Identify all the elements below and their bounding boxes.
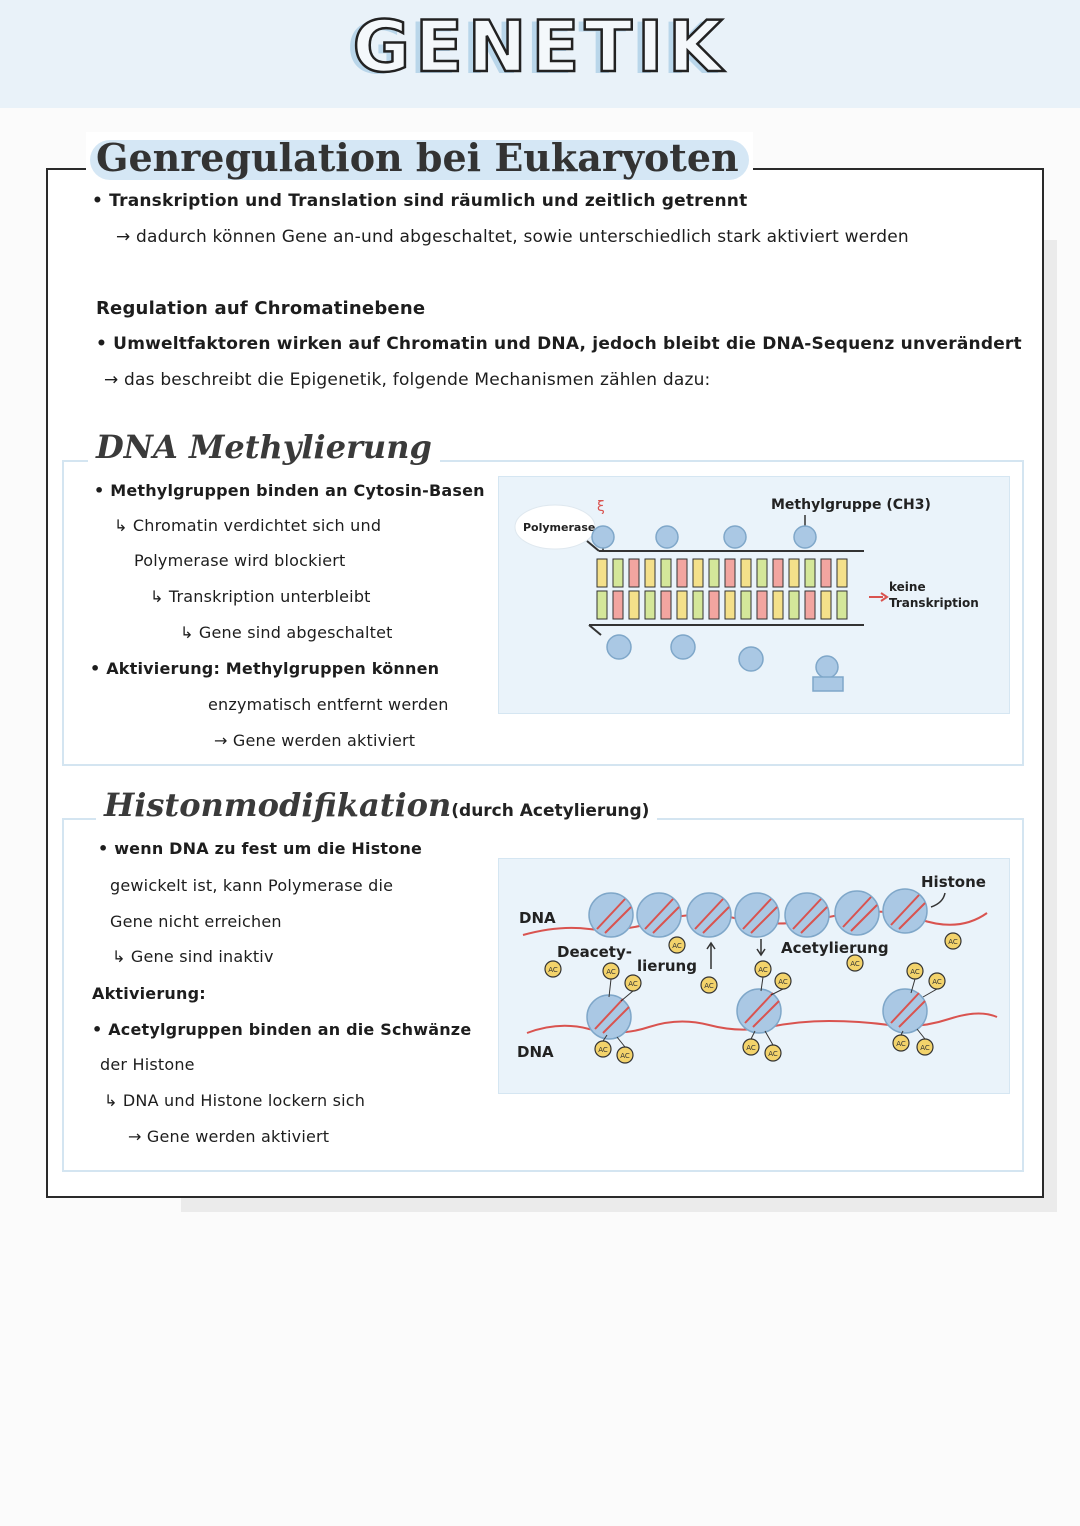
dna-label-top: DNA — [519, 909, 556, 927]
acetylierung-label: Acetylierung — [781, 939, 889, 957]
methylierung-title-wrap: DNA Methylierung — [88, 428, 440, 466]
svg-text:AC: AC — [620, 1052, 630, 1060]
intro-line-1: • Transkription und Translation sind räu… — [92, 191, 748, 211]
histone-label: Histone — [921, 873, 986, 891]
svg-text:AC: AC — [948, 938, 958, 946]
histon-line-6: • Acetylgruppen binden an die Schwänze — [92, 1020, 472, 1039]
acetyl-groups — [544, 932, 962, 1064]
svg-text:AC: AC — [704, 982, 714, 990]
header-band — [0, 0, 1080, 108]
svg-text:AC: AC — [850, 960, 860, 968]
histon-line-7: der Histone — [100, 1055, 195, 1074]
methylierung-diagram: Polymerase ξ Methylgruppe (CH3) — [498, 476, 1010, 714]
histon-title-wrap: Histonmodifikation(durch Acetylierung) — [96, 786, 658, 824]
methyl-groups-top — [591, 525, 817, 551]
svg-text:AC: AC — [932, 978, 942, 986]
dna-backbone-bottom-end — [588, 624, 602, 636]
histon-svg: Histone DNA DNA Deacety- — [517, 873, 998, 1064]
svg-text:AC: AC — [548, 966, 558, 974]
methyl-line-3: Polymerase wird blockiert — [134, 551, 346, 570]
base-pairs — [596, 558, 848, 620]
histon-title-note: (durch Acetylierung) — [451, 801, 650, 821]
svg-text:AC: AC — [746, 1044, 756, 1052]
intro-line-4: → das beschreibt die Epigenetik, folgend… — [104, 370, 711, 390]
histon-line-5: Aktivierung: — [92, 984, 206, 1003]
methyl-groups-bottom — [606, 634, 844, 692]
histon-line-1: • wenn DNA zu fest um die Histone — [98, 839, 423, 858]
svg-text:AC: AC — [606, 968, 616, 976]
svg-text:AC: AC — [920, 1044, 930, 1052]
methyl-line-8: → Gene werden aktiviert — [214, 731, 416, 750]
no-transcription-label-2: Transkription — [889, 596, 979, 610]
methyl-line-5: ↳ Gene sind abgeschaltet — [180, 623, 393, 642]
svg-text:AC: AC — [768, 1050, 778, 1058]
title-highlight — [90, 140, 749, 180]
methyl-line-4: ↳ Transkription unterbleibt — [150, 587, 371, 606]
deacetylierung-label-1: Deacety- — [557, 943, 632, 961]
polymerase-shape — [514, 504, 596, 550]
dna-backbone-top-end — [586, 540, 600, 552]
histon-line-3: Gene nicht erreichen — [110, 912, 282, 931]
polymerase-label: Polymerase — [523, 521, 595, 534]
intro-line-2: → dadurch können Gene an-und abgeschalte… — [116, 227, 909, 247]
acetyl-tags: AC AC AC AC AC AC AC AC AC AC AC AC AC A… — [548, 938, 958, 1060]
methyl-line-2: ↳ Chromatin verdichtet sich und — [114, 516, 382, 535]
card-title-wrap: Genregulation bei Eukaryoten — [86, 132, 753, 184]
methyl-line-6: • Aktivierung: Methylgruppen können — [90, 659, 440, 678]
svg-text:AC: AC — [778, 978, 788, 986]
deacetylierung-label-2: lierung — [637, 957, 697, 975]
block-mark: ξ — [597, 499, 605, 515]
acetyl-tails — [602, 976, 938, 1048]
histon-line-2: gewickelt ist, kann Polymerase die — [110, 876, 394, 895]
svg-text:AC: AC — [598, 1046, 608, 1054]
dna-wraps-top — [596, 894, 926, 934]
histon-title: Histonmodifikation — [104, 786, 452, 824]
svg-text:AC: AC — [628, 980, 638, 988]
methyl-line-7: enzymatisch entfernt werden — [208, 695, 449, 714]
histone-pointer — [930, 892, 946, 908]
methylierung-svg: Polymerase ξ Methylgruppe (CH3) — [514, 497, 979, 692]
card-title: Genregulation bei Eukaryoten — [96, 135, 739, 180]
histon-diagram: Histone DNA DNA Deacety- — [498, 858, 1010, 1094]
no-transcription-label-1: keine — [889, 580, 926, 594]
methylierung-title: DNA Methylierung — [96, 428, 432, 466]
methyl-label: Methylgruppe (CH3) — [771, 497, 931, 513]
svg-text:AC: AC — [910, 968, 920, 976]
section-label: Regulation auf Chromatinebene — [96, 298, 426, 319]
methyl-line-1: • Methylgruppen binden an Cytosin-Basen — [94, 481, 485, 500]
histon-line-4: ↳ Gene sind inaktiv — [112, 947, 274, 966]
page-heading: GENETIK — [351, 5, 728, 90]
dna-label-bottom: DNA — [517, 1043, 554, 1061]
svg-text:AC: AC — [896, 1040, 906, 1048]
svg-text:AC: AC — [672, 942, 682, 950]
intro-line-3: • Umweltfaktoren wirken auf Chromatin un… — [96, 334, 1022, 354]
svg-text:AC: AC — [758, 966, 768, 974]
histon-line-8: ↳ DNA und Histone lockern sich — [104, 1091, 366, 1110]
histon-line-9: → Gene werden aktiviert — [128, 1127, 330, 1146]
dna-wraps-bottom — [594, 992, 926, 1034]
histones-bottom — [586, 988, 928, 1040]
